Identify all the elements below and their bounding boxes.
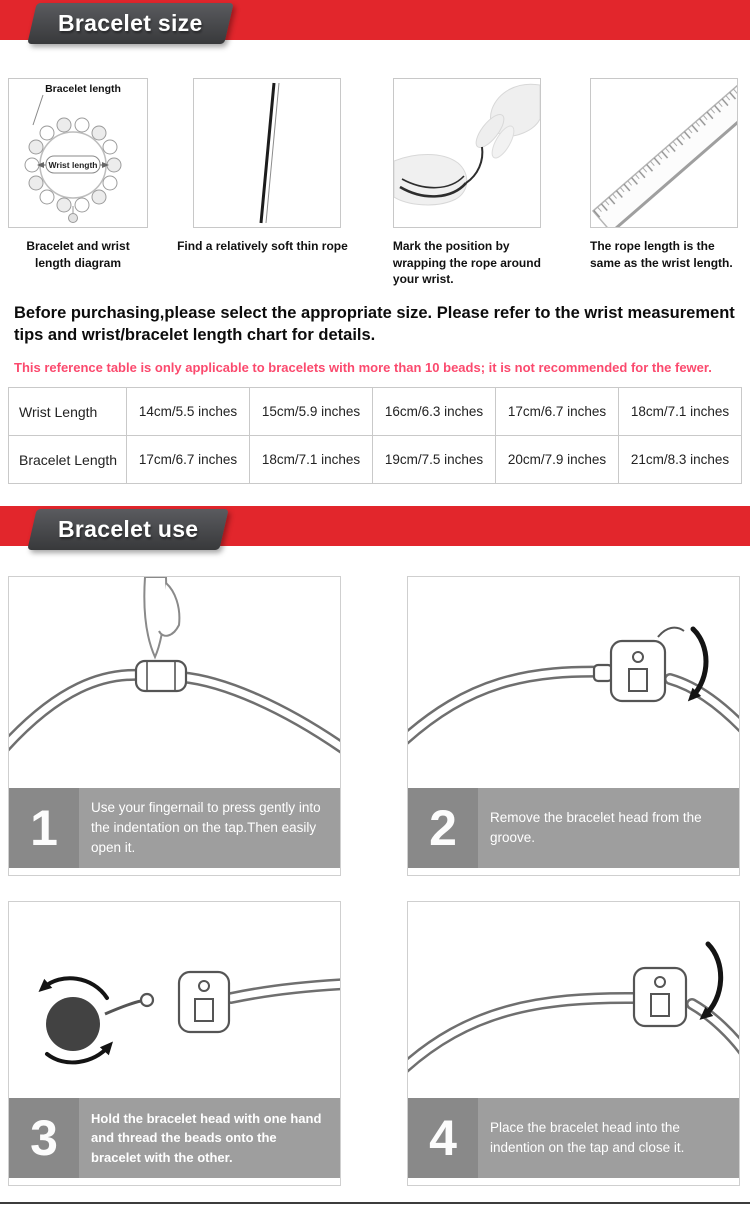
thread-beads-illustration <box>38 971 340 1065</box>
step-caption-bar: 4 Place the bracelet head into the inden… <box>408 1098 739 1179</box>
rope-image <box>193 78 342 228</box>
measure-step-caption: Find a relatively soft thin rope <box>177 239 348 253</box>
bracelet-size-ribbon: Bracelet size <box>27 3 234 44</box>
measure-step-caption: The rope length is the same as the wrist… <box>589 239 733 270</box>
step-text: Place the bracelet head into the indenti… <box>490 1119 685 1156</box>
size-selection-intro: Before purchasing,please select the appr… <box>14 303 735 345</box>
wrap-wrist-image <box>392 78 541 228</box>
measure-step-diagram: Bracelet length <box>8 78 148 288</box>
rotate-arrow-icon <box>38 976 109 1001</box>
table-cell: 18cm/7.1 inches <box>249 435 373 485</box>
rotate-arrow-icon <box>45 1041 113 1065</box>
size-table: Wrist Length 14cm/5.5 inches 15cm/5.9 in… <box>8 387 742 485</box>
table-cell: 17cm/6.7 inches <box>495 387 619 437</box>
step-text: Remove the bracelet head from the groove… <box>490 809 702 846</box>
table-row-header: Wrist Length <box>8 387 127 437</box>
table-cell: 18cm/7.1 inches <box>618 387 742 437</box>
bracelet-diagram-image: Bracelet length <box>8 78 148 228</box>
step-text: Hold the bracelet head with one hand and… <box>91 1110 322 1165</box>
step-number: 4 <box>408 1098 478 1179</box>
bracelet-diagram-illustration: Bracelet length <box>24 83 122 223</box>
use-step-panel-4: 4 Place the bracelet head into the inden… <box>407 901 740 1187</box>
wrist-length-label: Wrist length <box>49 160 98 170</box>
curved-arrow-icon <box>699 941 724 1021</box>
step-text: Use your fingernail to press gently into… <box>91 799 321 856</box>
close-clasp-illustration <box>408 941 739 1073</box>
table-cell: 19cm/7.5 inches <box>372 435 496 485</box>
curved-arrow-icon <box>687 626 709 702</box>
measure-step-wrap: Mark the position by wrapping the rope a… <box>392 78 545 288</box>
measurement-steps-row: Bracelet length <box>0 78 750 288</box>
step-number: 3 <box>9 1098 79 1179</box>
hands-wrapping-illustration <box>393 83 540 206</box>
table-cell: 14cm/5.5 inches <box>126 387 250 437</box>
step-number: 1 <box>9 788 79 869</box>
table-cell: 17cm/6.7 inches <box>126 435 250 485</box>
ruler-image <box>589 78 738 228</box>
step-caption-bar: 3 Hold the bracelet head with one hand a… <box>9 1098 340 1179</box>
left-arrow-icon <box>37 162 44 168</box>
measure-step-caption: Bracelet and wrist length diagram <box>26 239 130 270</box>
step-caption-bar: 2 Remove the bracelet head from the groo… <box>408 788 739 869</box>
use-step-panel-2: 2 Remove the bracelet head from the groo… <box>407 576 740 877</box>
remove-head-illustration <box>408 626 739 745</box>
bracelet-use-title: Bracelet use <box>58 516 199 543</box>
bracelet-length-label: Bracelet length <box>45 83 121 95</box>
table-row-wrist: Wrist Length 14cm/5.5 inches 15cm/5.9 in… <box>8 387 742 437</box>
use-step-panel-1: 1 Use your fingernail to press gently in… <box>8 576 341 877</box>
right-arrow-icon <box>102 162 109 168</box>
table-row-bracelet: Bracelet Length 17cm/6.7 inches 18cm/7.1… <box>8 435 742 485</box>
bracelet-size-title: Bracelet size <box>58 10 203 36</box>
bottom-divider <box>0 1202 750 1205</box>
use-steps-grid: 1 Use your fingernail to press gently in… <box>0 576 750 1187</box>
bead-icon <box>46 997 100 1052</box>
table-cell: 15cm/5.9 inches <box>249 387 373 437</box>
table-cell: 20cm/7.9 inches <box>495 435 619 485</box>
table-cell: 21cm/8.3 inches <box>618 435 742 485</box>
step-caption-bar: 1 Use your fingernail to press gently in… <box>9 788 340 869</box>
step-number: 2 <box>408 788 478 869</box>
measure-step-rope: Find a relatively soft thin rope <box>177 78 348 288</box>
rope-illustration <box>259 82 280 224</box>
table-cell: 16cm/6.3 inches <box>372 387 496 437</box>
measure-step-ruler: The rope length is the same as the wrist… <box>589 78 742 288</box>
bracelet-size-banner: Bracelet size <box>0 0 750 48</box>
use-step-panel-3: 3 Hold the bracelet head with one hand a… <box>8 901 341 1187</box>
bracelet-use-ribbon: Bracelet use <box>27 509 230 551</box>
open-clasp-illustration <box>9 577 340 754</box>
measure-step-caption: Mark the position by wrapping the rope a… <box>392 239 541 287</box>
table-row-header: Bracelet Length <box>8 435 127 485</box>
reference-table-note: This reference table is only applicable … <box>14 360 712 376</box>
ruler-illustration <box>591 79 737 227</box>
bracelet-use-banner: Bracelet use <box>0 506 750 554</box>
